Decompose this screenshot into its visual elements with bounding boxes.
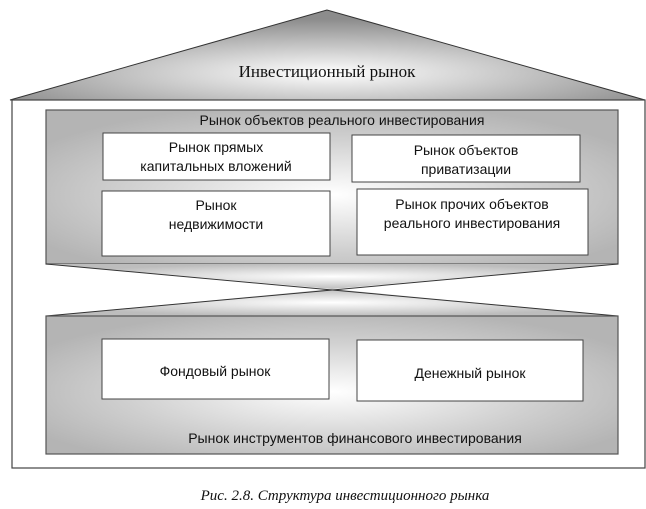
box-money-market: Денежный рынок <box>356 339 584 402</box>
real-market-title: Рынок объектов реального инвестирования <box>200 112 485 128</box>
roof-title: Инвестиционный рынок <box>239 62 417 81</box>
roof <box>9 9 646 101</box>
bowtie-connector <box>45 263 619 317</box>
svg-text:Денежный рынок: Денежный рынок <box>415 365 527 381</box>
financial-market-title: Рынок инструментов финансового инвестиро… <box>188 430 522 446</box>
figure-caption: Рис. 2.8. Структура инвестиционного рынк… <box>200 488 490 504</box>
svg-text:Фондовый рынок: Фондовый рынок <box>160 363 272 379</box>
box-stock-market: Фондовый рынок <box>101 338 330 400</box>
